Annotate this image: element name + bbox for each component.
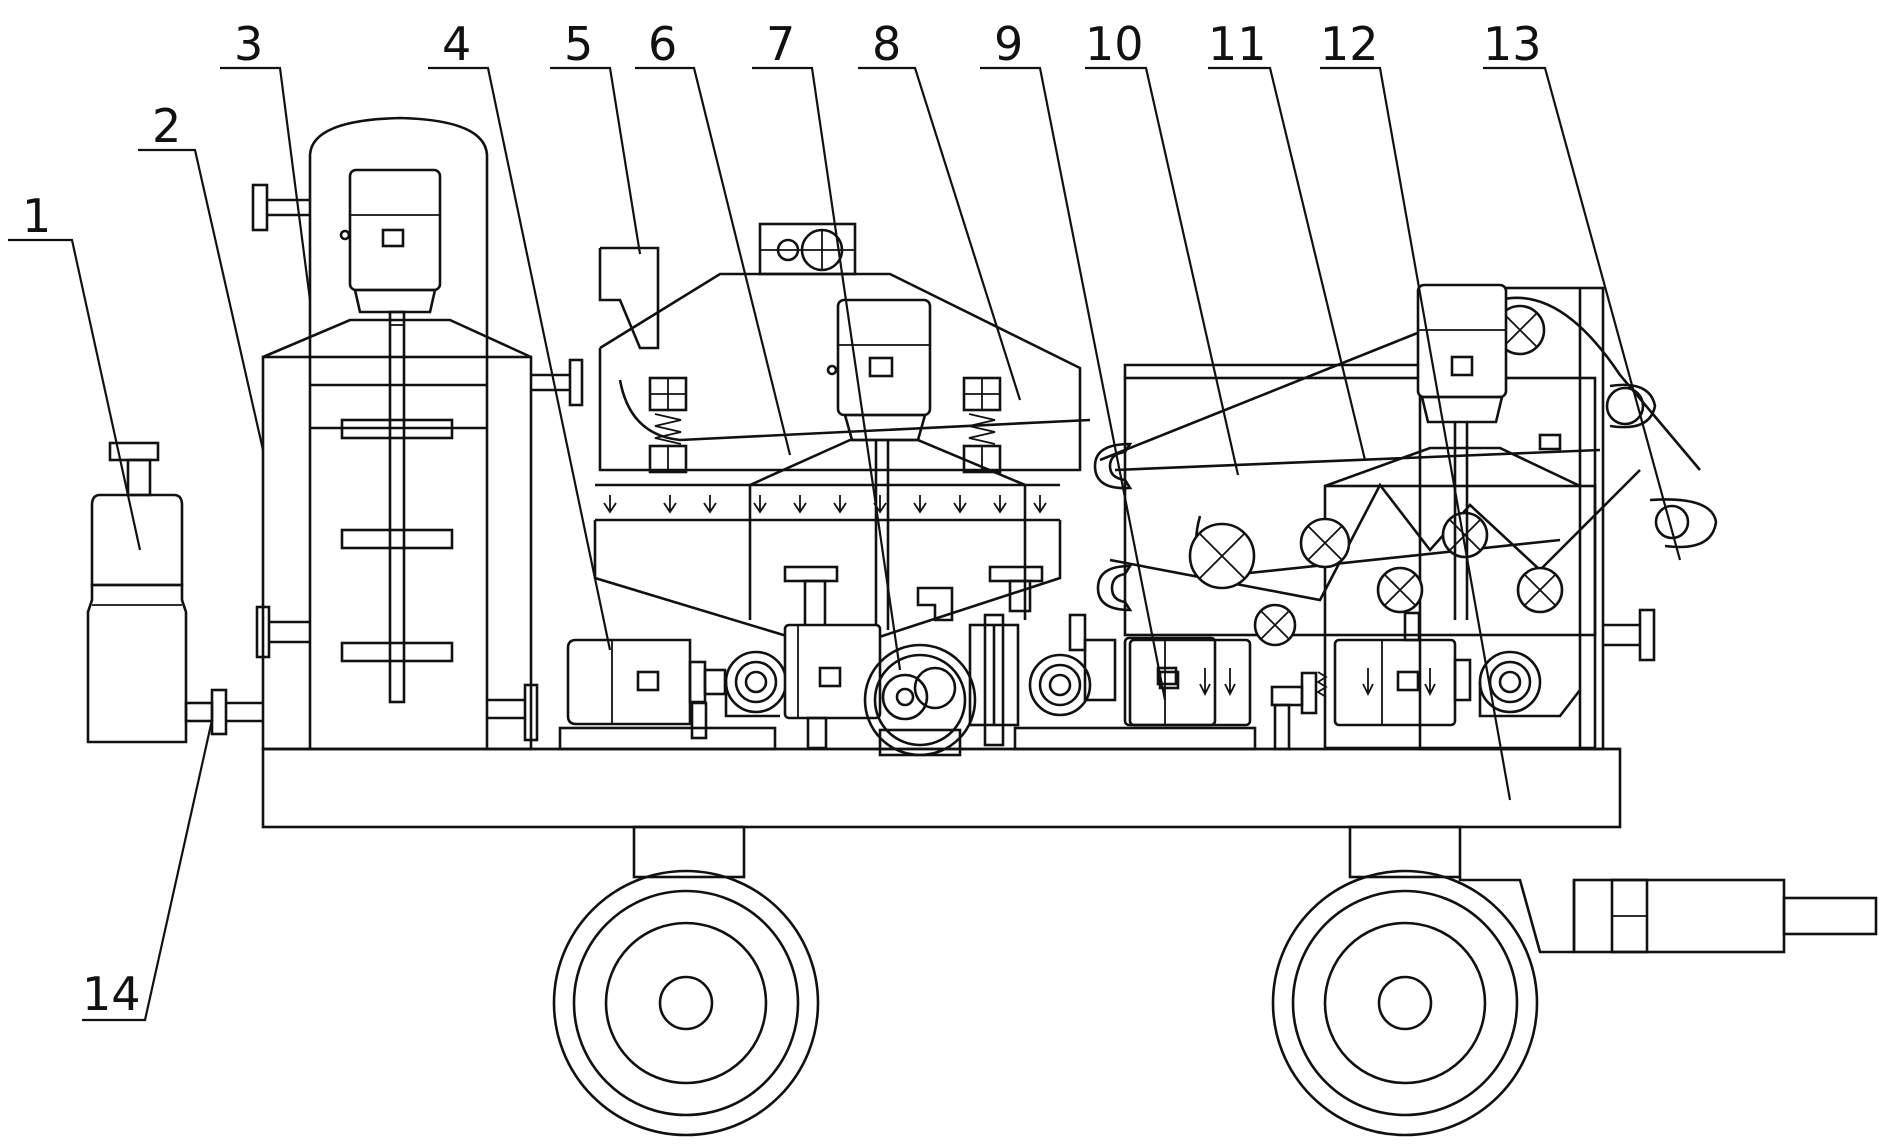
label-4: 4 [442, 17, 471, 71]
belt-press [1093, 283, 1718, 751]
label-1: 1 [22, 189, 51, 243]
screening-unit [593, 222, 1091, 643]
label-2: 2 [152, 99, 181, 153]
label-5: 5 [564, 17, 593, 71]
label-3: 3 [234, 17, 263, 71]
label-13: 13 [1483, 17, 1542, 71]
label-9: 9 [994, 17, 1023, 71]
dosing-tank [86, 441, 188, 744]
label-10: 10 [1085, 17, 1144, 71]
chassis [261, 747, 1622, 879]
label-7: 7 [766, 17, 795, 71]
rear-wheel [1271, 869, 1539, 1137]
label-12: 12 [1320, 17, 1379, 71]
front-wheel [552, 869, 820, 1137]
label-6: 6 [648, 17, 677, 71]
pump-row [558, 611, 1582, 757]
mixing-tank [251, 116, 584, 751]
label-8: 8 [872, 17, 901, 71]
flow-arrows [603, 495, 1047, 514]
label-14: 14 [82, 967, 141, 1021]
tow-hitch [1458, 877, 1878, 954]
leader-lines [8, 66, 1682, 1022]
label-11: 11 [1208, 17, 1267, 71]
feed-pipe [184, 688, 263, 736]
part-labels: 1 2 3 4 5 6 7 8 9 10 11 12 13 14 [22, 17, 1542, 1021]
